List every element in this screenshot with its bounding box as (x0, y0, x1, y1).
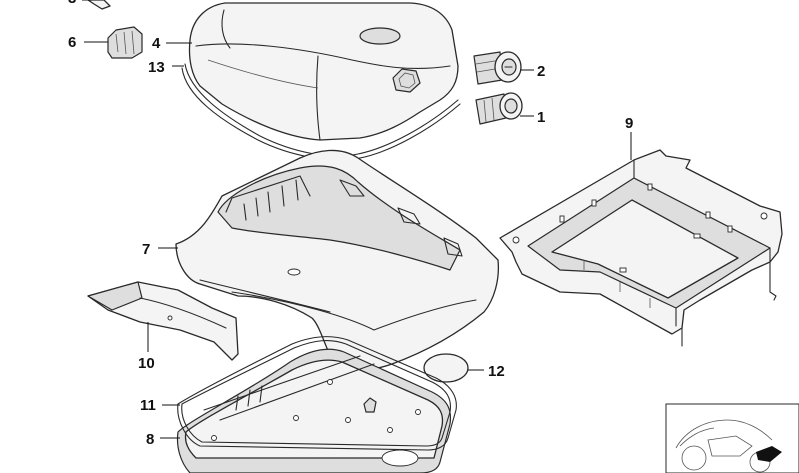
callout-8: 8 (146, 431, 154, 448)
part-6-clip (84, 26, 143, 59)
callout-13: 13 (148, 59, 165, 76)
part-11-gasket (162, 335, 457, 451)
callout-9: 9 (625, 115, 633, 132)
part-3-clip (82, 0, 111, 10)
callout-3: 3 (68, 0, 76, 7)
callout-11: 11 (140, 397, 156, 414)
callout-6: 6 (68, 34, 76, 51)
callout-12: 12 (488, 363, 505, 380)
part-2-lock-cylinder (473, 51, 534, 85)
part-1-lock-cylinder (475, 92, 534, 125)
part-8-floor-plate (160, 348, 452, 473)
part-9-bracket (499, 132, 783, 347)
part-4-top-case (166, 2, 459, 141)
callout-4: 4 (152, 35, 161, 52)
inset-highlight (756, 446, 782, 462)
callout-1: 1 (537, 109, 545, 126)
callout-2: 2 (537, 63, 545, 80)
callout-10: 10 (138, 355, 155, 372)
part-7-case-base (158, 149, 500, 371)
inset-thumbnail (665, 403, 799, 473)
part-12-round-pad (423, 353, 484, 383)
part-10-trim-panel (87, 281, 239, 361)
callout-7: 7 (142, 241, 150, 258)
